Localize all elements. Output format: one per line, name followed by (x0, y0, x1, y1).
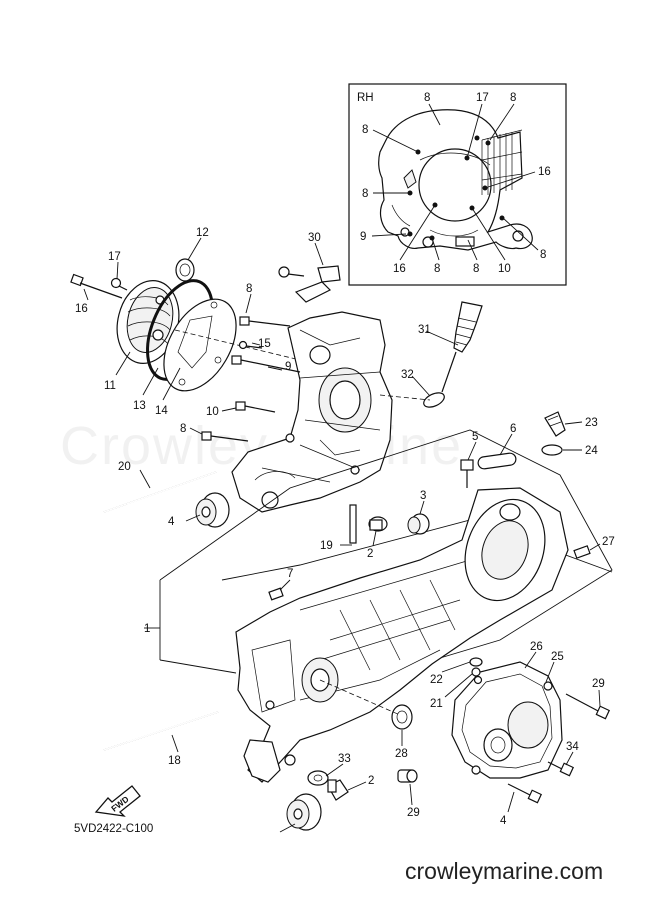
bush-3 (407, 513, 430, 535)
callout-c26: 26 (530, 641, 543, 653)
callout-rh8f: 8 (434, 263, 440, 275)
callout-c23: 23 (585, 417, 598, 429)
callout-c24: 24 (585, 445, 598, 457)
bolt-29-lower (507, 783, 543, 804)
oil-seal-18 (391, 704, 413, 730)
dowel-27 (573, 545, 591, 559)
callout-c19: 19 (320, 540, 333, 552)
callout-c33: 2 (368, 775, 374, 787)
callout-c3: 3 (420, 490, 426, 502)
callout-rh8a: 8 (424, 92, 430, 104)
callout-c5: 5 (472, 431, 478, 443)
dowels-and-pins: 5 6 23 24 3 19 2 27 7 1 (144, 411, 615, 635)
callout-c8a: 8 (246, 283, 252, 295)
o-ring-32 (423, 392, 445, 408)
rh-inset-label: RH (357, 92, 374, 104)
callout-c14: 14 (155, 405, 168, 417)
callout-c2a: 2 (367, 548, 373, 560)
breather-23 (544, 411, 566, 437)
bolt-29-upper (565, 693, 611, 720)
callout-rh17: 17 (476, 92, 489, 104)
bolt-9 (231, 355, 301, 373)
callout-c16: 16 (75, 303, 88, 315)
o-ring-24 (541, 444, 563, 456)
callout-c7: 7 (287, 568, 293, 580)
callout-c29b: 4 (500, 815, 507, 827)
bolt-28 (547, 761, 575, 777)
callout-c25: 25 (551, 651, 564, 663)
website-footer: crowleymarine.com (405, 858, 604, 884)
bolt-16 (70, 273, 123, 299)
callout-rh8g: 8 (473, 263, 479, 275)
plug-5 (460, 459, 474, 488)
callout-c30: 30 (308, 232, 321, 244)
callout-c18: 28 (395, 748, 408, 760)
bolt-8-lower (201, 431, 249, 442)
callout-c31: 31 (418, 324, 431, 336)
callout-rh8c: 8 (362, 124, 368, 136)
callout-c15: 15 (258, 338, 271, 350)
bracket-30 (294, 281, 332, 303)
bush-4-lower (286, 793, 322, 831)
bolt-10 (235, 401, 276, 413)
fwd-direction-arrow: FWD (94, 785, 141, 817)
callout-rh8d: 8 (362, 188, 368, 200)
callout-c20a: 20 (118, 461, 131, 473)
callout-c22: 22 (430, 674, 443, 686)
callout-c6: 6 (510, 423, 516, 435)
crankcase-left-half: 18 28 33 2 29 (103, 487, 569, 833)
washer-34 (307, 770, 329, 786)
callout-c10: 10 (206, 406, 219, 418)
callout-c29a: 29 (592, 678, 605, 690)
callout-c32: 32 (401, 369, 414, 381)
callout-rh16a: 16 (538, 166, 551, 178)
dipstick-31 (441, 301, 483, 393)
rh-inset: RH (348, 83, 567, 286)
callout-c9: 9 (285, 361, 291, 373)
callout-rh16b: 16 (393, 263, 406, 275)
callout-c13: 13 (133, 400, 146, 412)
callout-rh8b: 8 (510, 92, 516, 104)
oil-seal-12 (175, 258, 195, 282)
callout-c1: 1 (144, 623, 150, 635)
callout-c21: 21 (430, 698, 443, 710)
callout-c27: 27 (602, 536, 615, 548)
callout-c11: 11 (104, 380, 116, 392)
callout-c28: 34 (566, 741, 579, 753)
washer-22 (469, 657, 483, 667)
gasket-14 (163, 298, 237, 392)
bush-4-upper (195, 492, 230, 528)
callout-c17: 17 (108, 251, 121, 263)
stud-20-lower (103, 711, 219, 751)
transmission-cover: 26 25 22 29 21 34 4 (430, 641, 611, 827)
callout-c4a: 4 (168, 516, 175, 528)
callout-c20b: 18 (168, 755, 181, 767)
callout-rh9: 9 (360, 231, 366, 243)
stud-20-upper (103, 471, 217, 513)
callout-c8b: 8 (180, 423, 186, 435)
bolt-8-upper (239, 316, 291, 327)
callout-c2b: 29 (407, 807, 420, 819)
crankcase-right-half: 30 8 15 9 31 32 10 8 20 4 (103, 232, 483, 528)
cover-assembly: 12 17 16 11 13 14 (70, 227, 301, 417)
rh-main-bore (418, 148, 492, 222)
bolt-33 (327, 779, 349, 801)
callout-c34: 33 (338, 753, 351, 765)
diagram-code: 5VD2422-C100 (74, 823, 154, 835)
dowel-2-upper (368, 516, 388, 532)
hose-6 (477, 452, 517, 470)
dowel-7 (268, 587, 284, 601)
callout-rh10: 10 (498, 263, 511, 275)
callout-rh8e: 8 (540, 249, 546, 261)
dowel-2-lower (397, 769, 418, 783)
callout-c12: 12 (196, 227, 209, 239)
